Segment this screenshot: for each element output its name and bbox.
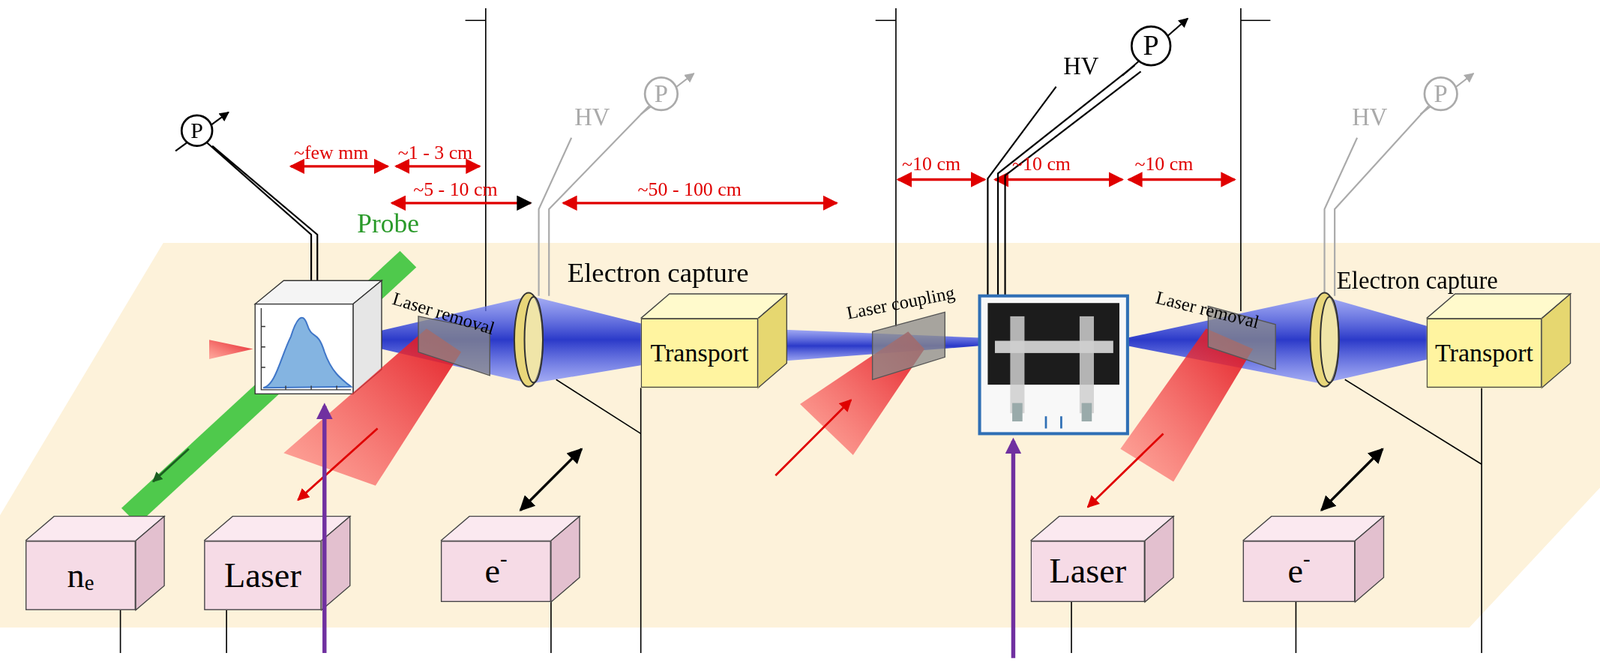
pointer-arrows [324,406,1014,659]
voltage-label: HV [1063,53,1099,81]
dimension-label: ~5 - 10 cm [413,179,498,201]
pressure-gauge: P [180,113,214,147]
pressure-gauge: P [644,76,679,111]
node-text: Transport [650,338,749,368]
voltage-label: HV [574,104,610,132]
electron-diagnostic-box: e- [1243,540,1356,603]
transport-box: Transport [641,318,759,389]
floor-plane [0,242,1600,628]
node-text: Laser [224,556,302,596]
node-index-text: e [84,570,95,597]
voltage-label: HV [1351,104,1388,132]
dimension-label: ~10 cm [901,154,961,176]
node-text: Transport [1435,338,1534,368]
part-label: Electron capture [567,257,750,288]
part-label: Electron capture [1336,267,1499,295]
transport-box: Transport [1426,318,1543,389]
node-text: e [484,551,501,591]
dimension-label: ~10 cm [1134,154,1193,176]
box-side-face [135,516,165,611]
node-text: n [67,556,85,596]
node-text: P [654,80,669,108]
electron-diagnostic-box: e- [440,540,552,603]
node-index-text: - [500,546,508,573]
box-side-face [758,293,787,388]
pressure-gauge: P [1130,25,1172,66]
box-side-face [1144,516,1174,603]
node-text: P [190,117,204,144]
node-text: e [1287,551,1304,591]
gauge-lines [175,17,1474,304]
capillary-photo [979,296,1128,435]
node-text: Laser [1048,551,1127,591]
dimension-label: ~50 - 100 cm [638,179,742,201]
laser-box: Laser [203,540,322,611]
laser-input [209,339,254,360]
density-diagnostic-box: ne [25,540,136,611]
node-text: P [1434,80,1448,108]
dimension-arrows [290,166,1235,204]
probe-arrow [152,449,189,483]
box-side-face [1541,293,1571,388]
box-side-face [1354,516,1384,603]
dimension-label: ~1 - 3 cm [398,143,473,165]
beam-label: Probe [356,209,420,240]
node-text: P [1143,29,1160,63]
plasma-cell [254,280,382,394]
box-side-face [551,516,580,603]
pressure-gauge: P [1423,76,1459,111]
node-index-text: - [1303,546,1311,573]
laser-box: Laser [1030,540,1145,603]
motion-arrows [520,449,1383,511]
dimension-label: ~few mm [293,143,369,165]
dimension-label: ~10 cm [1012,154,1071,176]
support-lines [120,8,1483,654]
